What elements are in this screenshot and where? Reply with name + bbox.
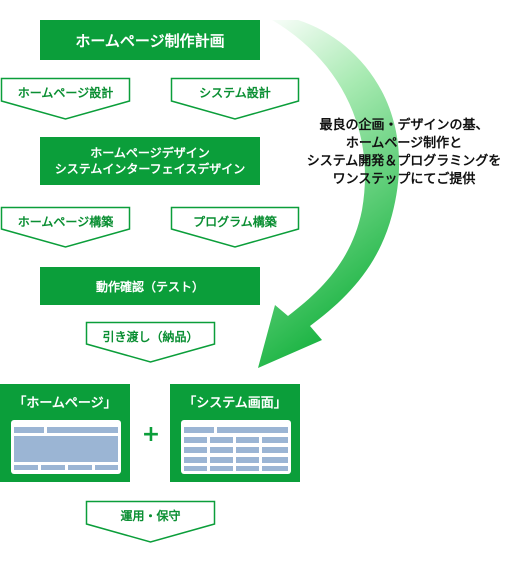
design-right-label: システム設計 bbox=[199, 86, 271, 100]
side-line3: システム開発＆プログラミングを bbox=[306, 154, 502, 169]
test-text: 動作確認（テスト） bbox=[95, 279, 204, 294]
delivery-label: 引き渡し（納品） bbox=[102, 330, 199, 344]
homepage-mockup-overlay bbox=[11, 420, 121, 474]
design-box-line1: ホームページデザイン bbox=[90, 146, 210, 160]
side-description: 最良の企画・デザインの基、 ホームページ制作と システム開発＆プログラミングを … bbox=[298, 117, 510, 189]
system-result-label: 「システム画面」 bbox=[183, 396, 287, 411]
design-box: ホームページデザイン システムインターフェイスデザイン bbox=[40, 137, 260, 185]
side-line1: 最良の企画・デザインの基、 bbox=[319, 118, 489, 133]
plus-sign: + bbox=[141, 422, 161, 447]
chevron-operation bbox=[85, 500, 216, 543]
system-screen-mockup-overlay bbox=[181, 420, 291, 474]
side-line4: ワンステップにてご提供 bbox=[332, 172, 476, 187]
design-left-label: ホームページ設計 bbox=[17, 86, 114, 100]
chevron-build-left bbox=[0, 206, 131, 248]
homepage-result-label: 「ホームページ」 bbox=[13, 396, 117, 411]
build-left-label: ホームページ構築 bbox=[17, 215, 114, 229]
test-box: 動作確認（テスト） bbox=[40, 267, 260, 305]
title-box: ホームページ制作計画 bbox=[40, 20, 260, 60]
chevron-delivery bbox=[85, 321, 216, 363]
build-right-label: プログラム構築 bbox=[193, 215, 277, 229]
operation-label: 運用・保守 bbox=[120, 509, 181, 523]
side-line2: ホームページ制作と bbox=[345, 136, 463, 151]
chevron-design-right bbox=[170, 77, 300, 120]
title-text: ホームページ制作計画 bbox=[75, 31, 225, 50]
design-box-line2: システムインターフェイスデザイン bbox=[54, 162, 246, 176]
chevron-build-right bbox=[170, 206, 300, 248]
chevron-design-left bbox=[0, 77, 131, 120]
curved-arrow bbox=[258, 20, 400, 368]
